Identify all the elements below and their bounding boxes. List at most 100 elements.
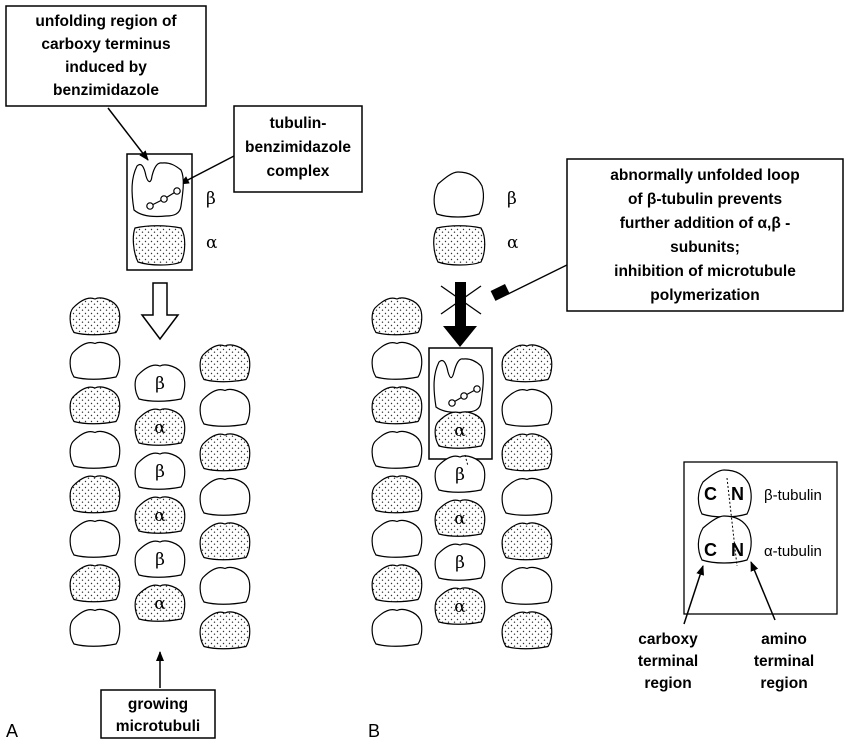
b-center-column-subunit [434,543,486,581]
callout-inhibition-line-4: subunits; [670,239,740,256]
legend-divider [726,477,738,567]
callout-complex-line-2: benzimidazole [245,139,351,156]
b-left-column-subunit [371,608,423,647]
a-center-column-label: β [155,374,165,394]
a-right-column-subunit [199,477,251,516]
alpha-subunit-free [132,225,186,266]
free-dimer-frame [126,153,193,271]
b-left-column-subunit [371,564,423,603]
panel-a-letter: A [6,721,18,741]
a-left-column-subunit [69,519,121,558]
a-left-column-subunit [69,297,121,336]
legend-c-beta: C [704,484,717,504]
b-center-column-label: α [454,597,466,617]
callout-inhibition-line-2: of β-tubulin prevents [628,191,782,208]
benzimidazole-bound [448,385,481,407]
b-free-alpha-label: α [507,233,519,253]
a-center-column-subunit [134,452,186,490]
b-right-column-subunit [501,388,553,427]
a-center-column-subunit [134,584,186,622]
legend-alpha-subunit [697,515,752,564]
benzimidazole-molecule [146,187,181,210]
callout-inhibition-box [566,158,844,312]
callout-unfolding-line-2: carboxy terminus [41,36,170,53]
b-left-column-subunit [371,475,423,514]
a-left-column-subunit [69,386,121,425]
b-free-beta-label: β [507,189,517,209]
legend-beta-subunit [697,469,752,518]
b-left-column-subunit [371,519,423,558]
a-right-column-subunit [199,522,251,561]
b-center-column-subunit [434,499,486,537]
b-right-column-subunit [501,611,553,650]
a-right-column-subunit [199,388,251,427]
terminal-unfolded-beta [433,358,484,414]
callout-growing-box [100,689,216,739]
panel-b: β α abnormally unfolded loop of β-tubuli… [368,158,844,741]
a-right-column-subunit [199,566,251,605]
a-center-column-label: β [155,550,165,570]
a-left-column-subunit [69,564,121,603]
inhibitor-line [507,261,574,295]
b-center-column-label: β [455,465,465,485]
block-cross-2 [440,285,482,315]
a-left-column-subunit [69,475,121,514]
unfolded-beta-subunit [131,162,184,218]
b-center-column-subunit [434,411,486,449]
b-center-column-label: α [454,509,466,529]
a-center-column-label: β [155,462,165,482]
legend-n-beta: N [731,484,744,504]
free-alpha-subunit-b [433,225,486,266]
b-left-column-subunit [371,341,423,380]
callout-unfolding-line-4: benzimidazole [53,82,159,99]
callout-complex-box [233,105,363,193]
panel-a: unfolding region of carboxy terminus ind… [5,5,363,741]
a-right-column-subunit [199,433,251,472]
b-right-column-subunit [501,433,553,472]
amino-arrow [750,561,776,621]
free-dimer-alpha-label: α [206,233,218,253]
a-left-column-subunit [69,430,121,469]
addition-arrow [140,282,180,341]
a-center-column-subunit [134,408,186,446]
callout-complex-line-1: tubulin- [270,115,327,132]
b-left-column-subunit [371,386,423,425]
a-center-column-subunit [134,496,186,534]
b-center-column-subunit [434,455,486,493]
callout-inhibition-line-3: further addition of α,β - [620,215,791,232]
b-center-column-label: α [454,421,466,441]
a-right-column-subunit [199,611,251,650]
amino-line-3: region [760,675,807,692]
b-right-column-subunit [501,344,553,383]
callout-complex-line-3: complex [267,163,330,180]
a-center-column-label: α [154,506,166,526]
callout-growing-line-1: growing [128,696,188,713]
b-center-column-label: β [455,553,465,573]
a-center-column-subunit [134,540,186,578]
b-center-column-subunit [434,587,486,625]
inhibitor-bar [490,283,510,301]
legend-alpha-tubulin: α-tubulin [764,543,822,560]
callout-unfolding-line-3: induced by [65,59,147,76]
unfolding-arrow [107,107,149,161]
free-beta-subunit-b [433,171,485,218]
carboxy-line-2: terminal [638,653,698,670]
carboxy-line-1: carboxy [638,631,698,648]
panel-b-letter: B [368,721,380,741]
callout-unfolding-box [5,5,207,107]
callout-growing-line-2: microtubuli [116,718,200,735]
inner-dotted-mark [464,454,469,467]
b-left-column-subunit [371,430,423,469]
legend: C N C N β-tubulin α-tubulin carboxy term… [638,461,838,692]
carboxy-line-3: region [644,675,691,692]
complex-arrow [179,155,235,185]
a-center-column-label: α [154,594,166,614]
legend-n-alpha: N [731,540,744,560]
a-left-column-subunit [69,341,121,380]
b-left-column-subunit [371,297,423,336]
b-right-column-subunit [501,477,553,516]
blocked-addition-arrow [443,282,477,347]
b-right-column-subunit [501,522,553,561]
a-left-column-subunit [69,608,121,647]
callout-inhibition-line-1: abnormally unfolded loop [610,167,799,184]
